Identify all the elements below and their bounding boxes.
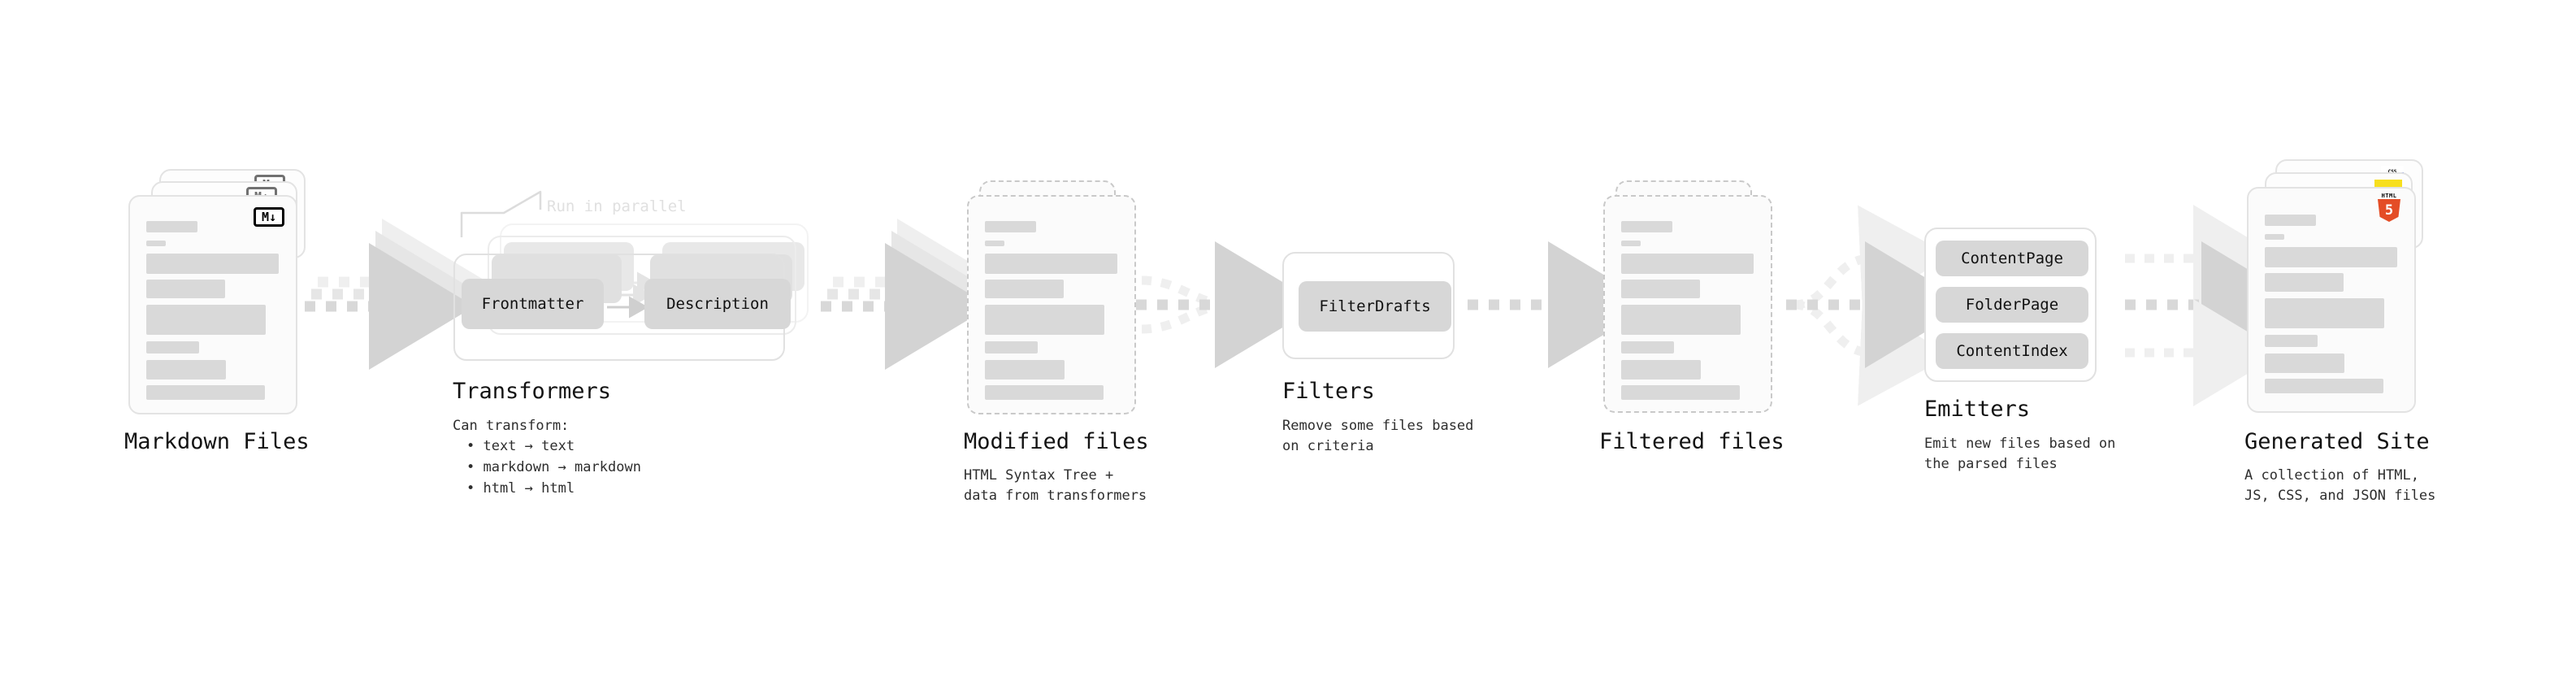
- generated-site-title: Generated Site: [2244, 429, 2430, 454]
- generated-site-subtitle: A collection of HTML, JS, CSS, and JSON …: [2244, 467, 2436, 504]
- doc-line: [985, 241, 1004, 246]
- html5-badge: HTML 5: [2377, 193, 2401, 222]
- emitters-box: ContentPage FolderPage ContentIndex: [1924, 228, 2097, 382]
- doc-line: [985, 305, 1104, 335]
- transformers-title: Transformers: [453, 379, 612, 404]
- arrow-emitters-to-site: [2125, 205, 2307, 406]
- contentpage-pill[interactable]: ContentPage: [1936, 241, 2088, 276]
- doc-line: [985, 341, 1038, 354]
- arrow-transformers-to-modified: [821, 219, 1003, 370]
- modified-card-front: [967, 195, 1136, 414]
- markdown-badge-front: M↓: [254, 207, 284, 227]
- doc-line: [2265, 354, 2344, 373]
- transformers-subtitle: Can transform:: [453, 418, 570, 434]
- doc-line: [1621, 241, 1641, 246]
- transformers-bullet-1: • markdown → markdown: [466, 459, 641, 475]
- doc-line: [985, 254, 1117, 274]
- doc-line: [2265, 273, 2344, 292]
- arrow-markdown-to-transformers: [305, 219, 488, 370]
- doc-line: [2265, 298, 2384, 328]
- frontmatter-pill[interactable]: Frontmatter: [462, 279, 604, 329]
- doc-line: [146, 305, 266, 335]
- filters-title: Filters: [1282, 379, 1375, 404]
- description-pill[interactable]: Description: [644, 279, 791, 329]
- filters-subtitle: Remove some files based on criteria: [1282, 418, 1474, 454]
- filtered-card-front: [1603, 195, 1772, 413]
- doc-line: [146, 241, 166, 246]
- doc-line: [985, 221, 1036, 232]
- doc-line: [2265, 247, 2397, 267]
- doc-line: [146, 360, 226, 380]
- doc-line: [146, 254, 279, 274]
- modified-files-title: Modified files: [964, 429, 1149, 454]
- doc-line: [2265, 335, 2318, 347]
- markdown-files-title: Markdown Files: [124, 429, 310, 454]
- doc-line: [985, 280, 1064, 298]
- html5-badge-label: HTML: [2381, 193, 2397, 199]
- transformers-bullet-2: • html → html: [466, 480, 575, 497]
- doc-line: [146, 341, 199, 354]
- doc-line: [1621, 385, 1740, 400]
- doc-line: [1621, 341, 1674, 354]
- site-card-front: [2247, 187, 2416, 413]
- emitters-title: Emitters: [1924, 397, 2031, 422]
- doc-line: [1621, 305, 1741, 335]
- contentindex-pill[interactable]: ContentIndex: [1936, 333, 2088, 369]
- doc-line: [1621, 360, 1701, 380]
- filters-box: FilterDrafts: [1282, 252, 1455, 359]
- doc-line: [146, 280, 225, 298]
- doc-line: [146, 385, 265, 400]
- filtered-files-title: Filtered files: [1599, 429, 1785, 454]
- doc-line: [2265, 215, 2316, 226]
- html5-badge-shield: 5: [2378, 199, 2400, 222]
- transformers-bullet-0: • text → text: [466, 438, 575, 454]
- modified-files-subtitle: HTML Syntax Tree + data from transformer…: [964, 467, 1147, 504]
- doc-line: [985, 385, 1104, 400]
- doc-line: [2265, 379, 2383, 393]
- folderpage-pill[interactable]: FolderPage: [1936, 287, 2088, 323]
- arrow-modified-to-filters: [1136, 241, 1321, 368]
- filterdrafts-pill[interactable]: FilterDrafts: [1299, 281, 1451, 332]
- doc-line: [2265, 234, 2284, 240]
- doc-line: [146, 221, 197, 232]
- arrow-filtered-to-emitters: [1786, 205, 1971, 406]
- doc-line: [1621, 254, 1754, 274]
- run-in-parallel-label: Run in parallel: [547, 197, 687, 215]
- css-badge-label: CSS: [2388, 170, 2397, 175]
- doc-line: [985, 360, 1065, 380]
- doc-line: [1621, 221, 1672, 232]
- doc-line: [1621, 280, 1700, 298]
- markdown-card-front: [128, 195, 297, 414]
- emitters-subtitle: Emit new files based on the parsed files: [1924, 436, 2116, 472]
